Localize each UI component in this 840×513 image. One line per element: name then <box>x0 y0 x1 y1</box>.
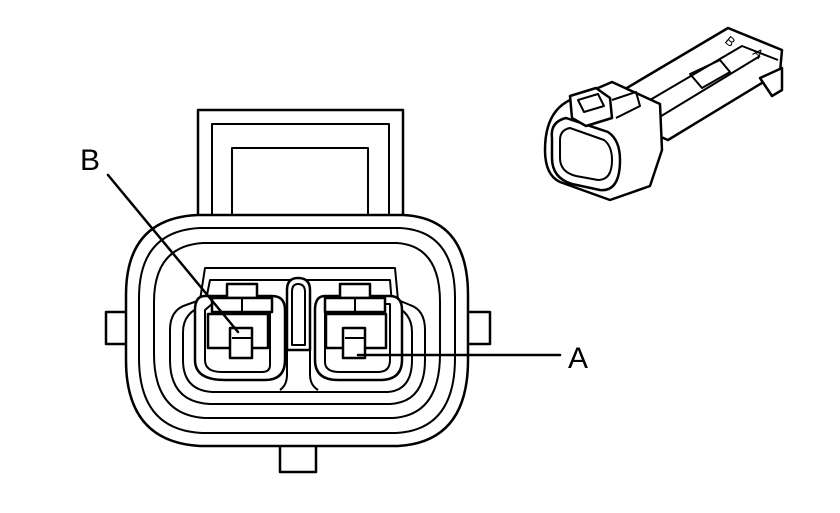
connector-latch <box>196 108 405 230</box>
pin-a-label: A <box>568 342 588 375</box>
terminal-a <box>323 282 388 360</box>
center-divider <box>285 276 312 352</box>
terminal-b <box>206 282 274 360</box>
terminal-cavity-inner <box>182 279 413 393</box>
terminal-cavity-frame <box>169 267 426 405</box>
pin-b-label: B <box>80 144 100 177</box>
leader-line-b <box>106 173 240 334</box>
connector-body-ring-2 <box>153 242 441 419</box>
connector-iso-view: B A <box>543 26 784 202</box>
connector-body-ring-1 <box>138 227 456 434</box>
